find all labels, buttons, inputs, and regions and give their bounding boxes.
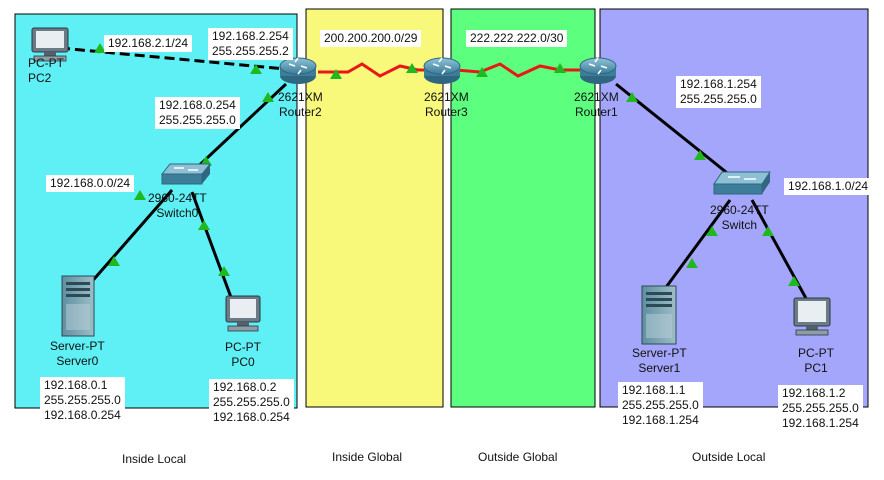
link-up-indicator <box>218 266 230 276</box>
pc2-label: PC-PT PC2 <box>28 56 64 86</box>
pc0-name: PC0 <box>231 355 255 369</box>
pc2-model: PC-PT <box>28 56 64 70</box>
pc1-cfg-box: 192.168.1.2 255.255.255.0 192.168.1.254 <box>778 385 863 432</box>
pc1-model: PC-PT <box>798 346 834 360</box>
router1-g0-box: 192.168.1.254 255.255.255.0 <box>676 76 761 108</box>
switch-icon[interactable] <box>713 171 771 195</box>
router3-label: 2621XM Router3 <box>424 90 469 120</box>
lan0-box: 192.168.0.0/24 <box>46 175 135 192</box>
router2-g1-box: 192.168.2.254 255.255.255.2 <box>208 28 293 60</box>
router1-label: 2621XM Router1 <box>574 90 619 120</box>
pc2-icon[interactable] <box>31 27 69 62</box>
link-switch0-pc0 <box>190 191 234 301</box>
link-switch0-server0 <box>86 189 174 287</box>
router2-g0-box: 192.168.0.254 255.255.255.0 <box>155 97 240 129</box>
link-up-indicator <box>554 63 566 73</box>
pc2-name: PC2 <box>28 71 52 85</box>
net-r2-r3-box: 200.200.200.0/29 <box>320 30 422 47</box>
router3-icon[interactable] <box>423 57 461 84</box>
switch0-name: Switch0 <box>156 206 199 220</box>
pc0-icon[interactable] <box>225 295 261 332</box>
router1-model: 2621XM <box>574 90 619 104</box>
link-up-indicator <box>706 226 718 236</box>
pc0-model: PC-PT <box>225 340 261 354</box>
router2-name: Router2 <box>279 105 322 119</box>
router1-icon[interactable] <box>579 57 617 84</box>
pc1-icon[interactable] <box>793 297 831 336</box>
server1-model: Server-PT <box>632 346 687 360</box>
server0-model: Server-PT <box>50 339 105 353</box>
link-up-indicator <box>788 276 800 286</box>
link-up-indicator <box>330 69 342 79</box>
router3-model: 2621XM <box>424 90 469 104</box>
link-up-indicator <box>94 43 106 53</box>
switch-label: 2960-24TT Switch <box>710 203 769 233</box>
server1-label: Server-PT Server1 <box>632 346 687 376</box>
router1-name: Router1 <box>575 105 618 119</box>
link-router2-router3 <box>318 62 432 78</box>
router2-label: 2621XM Router2 <box>278 90 323 120</box>
server0-label: Server-PT Server0 <box>50 339 105 369</box>
server1-cfg-box: 192.168.1.1 255.255.255.0 192.168.1.254 <box>618 382 703 429</box>
pc0-label: PC-PT PC0 <box>225 340 261 370</box>
zone-caption-outside-local: Outside Local <box>692 450 766 464</box>
server0-name: Server0 <box>56 354 99 368</box>
switch0-label: 2960-24TT Switch0 <box>148 191 207 221</box>
server0-cfg-box: 192.168.0.1 255.255.255.0 192.168.0.254 <box>40 377 125 424</box>
link-up-indicator <box>686 258 698 268</box>
pc1-label: PC-PT PC1 <box>798 346 834 376</box>
zone-inside-local <box>14 13 298 409</box>
link-up-indicator <box>134 190 146 200</box>
pc0-cfg-box: 192.168.0.2 255.255.255.0 192.168.0.254 <box>209 379 294 426</box>
zone-inside-global <box>305 8 444 408</box>
lan1-box: 192.168.1.0/24 <box>784 178 873 195</box>
zone-caption-inside-local: Inside Local <box>122 452 187 466</box>
link-up-indicator <box>762 226 774 236</box>
switch0-model: 2960-24TT <box>148 191 207 205</box>
link-up-indicator <box>250 64 262 74</box>
link-up-indicator <box>626 92 638 102</box>
link-up-indicator <box>198 220 210 230</box>
pc1-name: PC1 <box>804 361 828 375</box>
server0-icon[interactable] <box>61 275 95 337</box>
router2-icon[interactable] <box>279 57 317 84</box>
switch-model: 2960-24TT <box>710 203 769 217</box>
server1-name: Server1 <box>638 361 681 375</box>
server1-icon[interactable] <box>641 285 677 345</box>
link-up-indicator <box>694 150 706 160</box>
router3-name: Router3 <box>425 105 468 119</box>
link-up-indicator <box>406 63 418 73</box>
pc2-ip-box: 192.168.2.1/24 <box>104 35 193 52</box>
net-r3-r1-box: 222.222.222.0/30 <box>466 30 568 47</box>
link-up-indicator <box>476 67 488 77</box>
zone-caption-inside-global: Inside Global <box>332 450 403 464</box>
router2-model: 2621XM <box>278 90 323 104</box>
link-switch-server1 <box>662 199 732 291</box>
switch-name: Switch <box>721 218 758 232</box>
switch0-icon[interactable] <box>160 163 212 185</box>
link-up-indicator <box>108 256 120 266</box>
link-up-indicator <box>262 92 274 102</box>
zone-caption-outside-global: Outside Global <box>478 450 558 464</box>
